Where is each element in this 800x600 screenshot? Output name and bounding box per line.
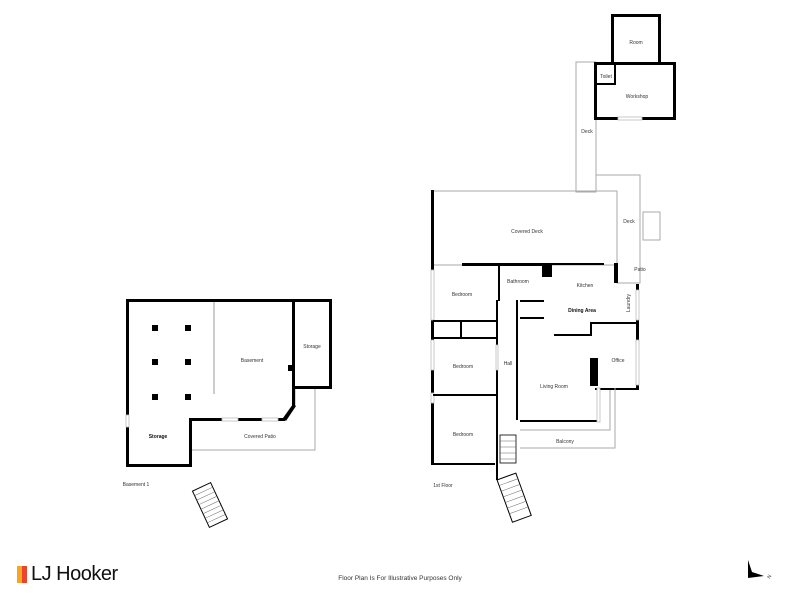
svg-text:N: N bbox=[766, 574, 773, 580]
room-label: Hall bbox=[504, 361, 513, 367]
room-label: Covered Patio bbox=[244, 434, 276, 440]
room-label: Office bbox=[612, 358, 625, 364]
room-label: Toilet bbox=[600, 74, 612, 80]
brand-name: LJ Hooker bbox=[31, 563, 118, 585]
room-label: Kitchen bbox=[577, 283, 594, 289]
room-label: Living Room bbox=[540, 384, 568, 390]
level-title: Basement 1 bbox=[123, 482, 150, 488]
first-floor-level: Room Toilet Workshop Deck Covered Deck D… bbox=[430, 14, 676, 523]
room-label: Bathroom bbox=[507, 279, 529, 285]
room-label: Basement bbox=[241, 358, 264, 364]
room-label: Deck bbox=[623, 219, 635, 225]
logo-bar-red bbox=[22, 566, 27, 583]
brand-logo: LJ Hooker bbox=[17, 563, 118, 586]
basement-level: Basement Storage Storage Covered Patio B… bbox=[123, 299, 332, 529]
disclaimer: Floor Plan Is For Illustrative Purposes … bbox=[338, 575, 462, 582]
room-label: Deck bbox=[581, 129, 593, 135]
room-label: Storage bbox=[149, 434, 168, 440]
north-arrow-icon: N bbox=[748, 560, 773, 580]
support-posts bbox=[152, 325, 191, 400]
room-label: Workshop bbox=[626, 94, 649, 100]
level-title: 1st Floor bbox=[433, 483, 453, 489]
basement-stairs bbox=[191, 481, 229, 529]
room-label: Room bbox=[629, 40, 642, 46]
room-label: Dining Area bbox=[568, 308, 596, 314]
room-label: Patio bbox=[634, 267, 646, 273]
room-label: Bedroom bbox=[453, 432, 473, 438]
room-label: Balcony bbox=[556, 439, 574, 445]
entry-stairs bbox=[496, 434, 532, 523]
room-label: Bedroom bbox=[453, 364, 473, 370]
room-label: Laundry bbox=[626, 293, 632, 312]
room-label: Bedroom bbox=[452, 292, 472, 298]
logo-bar-yellow bbox=[17, 566, 22, 583]
room-label: Storage bbox=[303, 344, 321, 350]
room-label: Covered Deck bbox=[511, 229, 543, 235]
